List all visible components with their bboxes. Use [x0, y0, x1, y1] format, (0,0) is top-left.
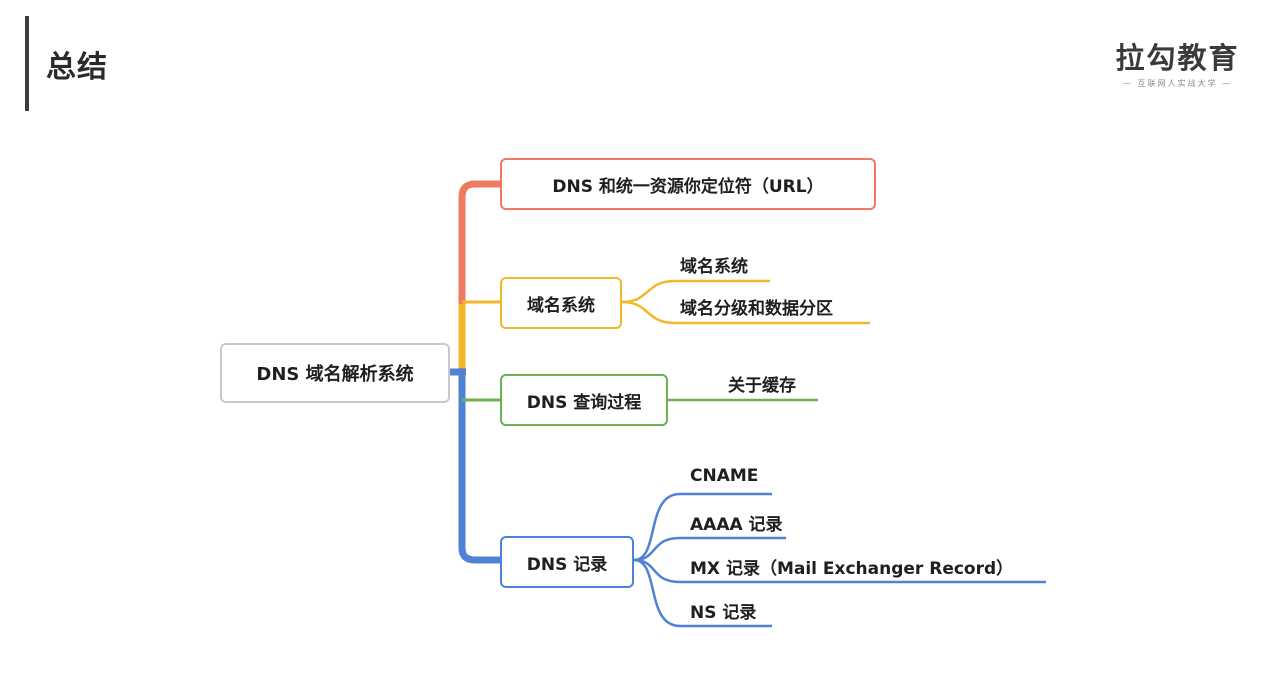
root-label: DNS 域名解析系统	[256, 364, 414, 385]
branch-label: DNS 记录	[526, 554, 608, 575]
branch-node-url: DNS 和统一资源你定位符（URL）	[500, 158, 876, 210]
page-title: 总结	[46, 50, 108, 85]
leaf-mx: MX 记录（Mail Exchanger Record）	[690, 559, 1014, 579]
branch-label: DNS 和统一资源你定位符（URL）	[552, 176, 824, 197]
connector-cname	[633, 492, 772, 562]
title-accent-bar	[25, 16, 29, 111]
branch-node-dns-query: DNS 查询过程	[500, 374, 668, 426]
leaf-cname: CNAME	[690, 466, 759, 486]
connector-aaaa	[633, 536, 786, 562]
branch-node-dns-records: DNS 记录	[500, 536, 634, 588]
branch-label: 域名系统	[527, 295, 595, 316]
leaf-cache: 关于缓存	[728, 376, 796, 396]
trunk-red	[458, 180, 500, 372]
trunk-blue	[458, 370, 500, 564]
connector-domain-1	[621, 279, 770, 304]
logo-tagline: — 互联网人实战大学 —	[1122, 79, 1233, 88]
leaf-domain-system: 域名系统	[680, 257, 748, 277]
leaf-aaaa: AAAA 记录	[690, 515, 783, 535]
brand-logo: 拉勾教育 — 互联网人实战大学 —	[1110, 40, 1245, 89]
branch-label: DNS 查询过程	[526, 392, 642, 413]
connector-domain-2	[621, 300, 870, 325]
logo-text: 拉勾教育	[1115, 41, 1240, 75]
leaf-domain-hierarchy: 域名分级和数据分区	[680, 299, 833, 319]
connector-ns	[633, 558, 772, 628]
leaf-ns: NS 记录	[690, 603, 757, 623]
branch-node-domain-system: 域名系统	[500, 277, 622, 329]
root-node: DNS 域名解析系统	[220, 343, 450, 403]
